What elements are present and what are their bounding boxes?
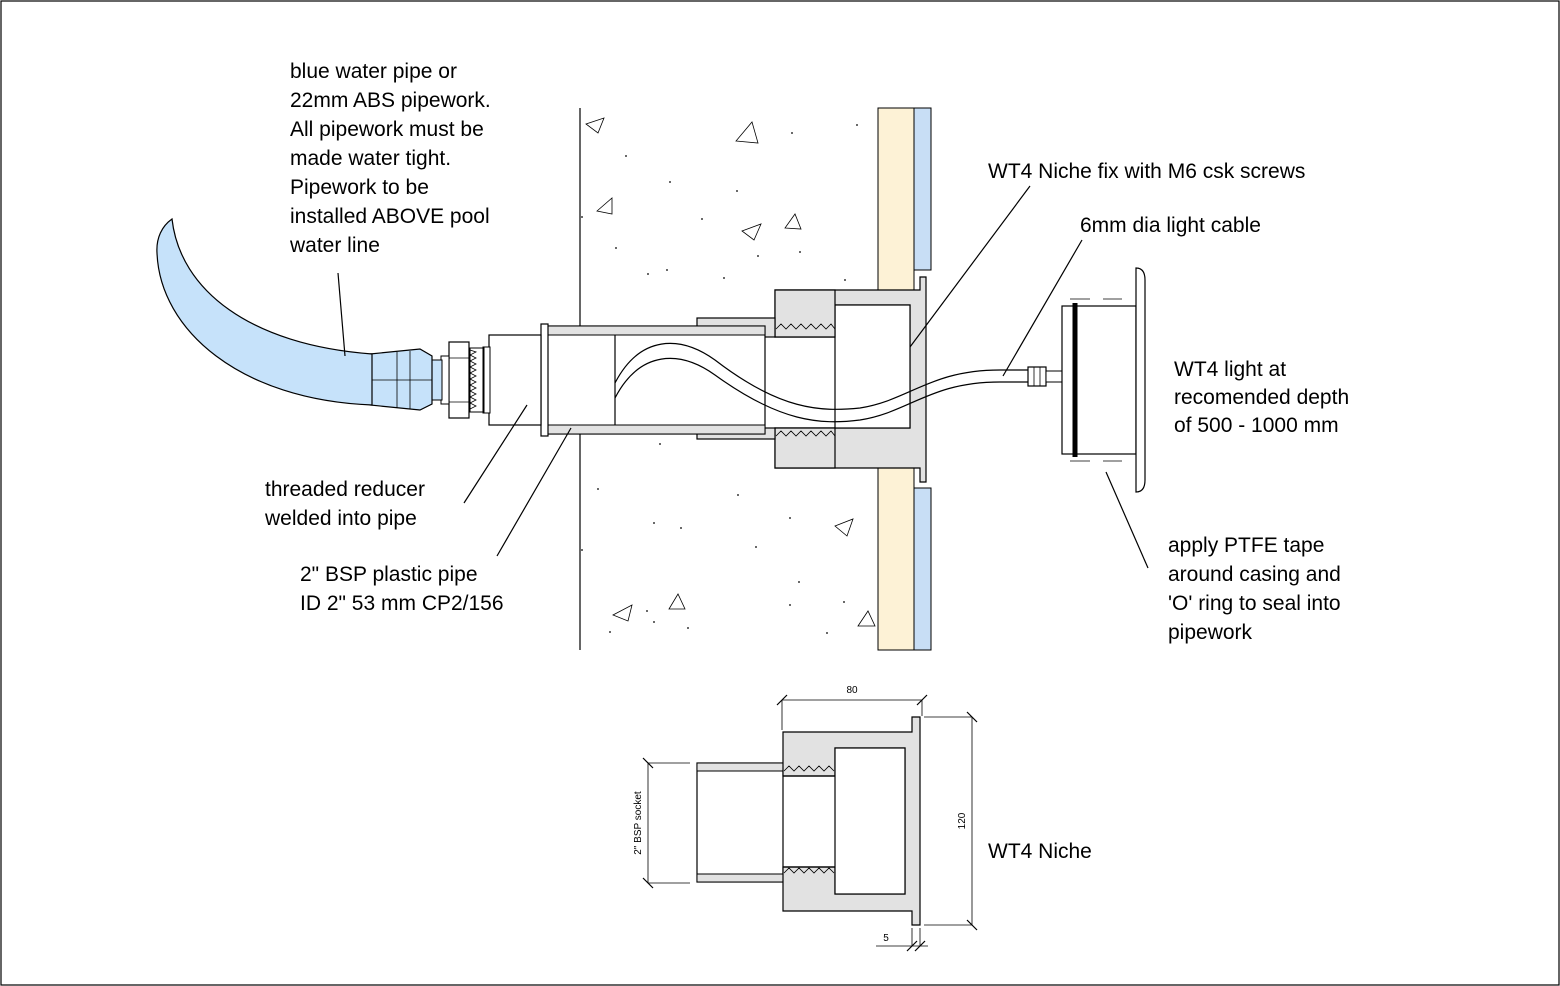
water-pipe-note-line: All pipework must be xyxy=(290,118,484,141)
reducer-label-line: welded into pipe xyxy=(264,507,417,530)
ptfe-label: apply PTFE tape around casing and 'O' ri… xyxy=(1168,534,1347,644)
bsp-pipe-label-line: 2" BSP plastic pipe xyxy=(300,563,478,586)
cable-gland xyxy=(1027,366,1047,387)
bsp-pipe xyxy=(540,323,766,437)
water-pipe-note-line: blue water pipe or xyxy=(290,60,457,83)
threaded-reducer xyxy=(488,334,542,426)
water-pipe-note-line: 22mm ABS pipework. xyxy=(290,89,491,112)
light-cable xyxy=(614,342,1063,423)
ptfe-label-line: 'O' ring to seal into xyxy=(1168,592,1341,615)
compression-fitting xyxy=(369,348,433,411)
reducer-fittings xyxy=(369,334,542,426)
water-pipe-note-line: installed ABOVE pool xyxy=(290,205,490,228)
water-pipe-note: blue water pipe or 22mm ABS pipework. Al… xyxy=(289,60,497,257)
ptfe-label-line: apply PTFE tape xyxy=(1168,534,1324,557)
niche-in-wall xyxy=(696,276,927,483)
bsp-pipe-label: 2" BSP plastic pipe ID 2" 53 mm CP2/156 xyxy=(300,563,504,615)
ptfe-label-line: around casing and xyxy=(1168,563,1341,586)
water-pipe-note-line: water line xyxy=(289,234,380,257)
cable-label: 6mm dia light cable xyxy=(1080,214,1261,237)
light-depth-label-line: recomended depth xyxy=(1174,386,1349,409)
dimension-width: 80 xyxy=(846,685,858,696)
blue-water-pipe xyxy=(156,217,373,406)
light-depth-label-line: WT4 light at xyxy=(1174,358,1286,381)
ptfe-label-line: pipework xyxy=(1168,621,1253,644)
dimension-socket: 2" BSP socket xyxy=(633,791,644,855)
dimension-flange: 5 xyxy=(883,933,889,944)
niche-fix-label: WT4 Niche fix with M6 csk screws xyxy=(988,160,1305,183)
reducer-label-line: threaded reducer xyxy=(265,478,425,501)
dimension-height: 120 xyxy=(957,812,968,829)
water-pipe-note-line: Pipework to be xyxy=(290,176,429,199)
tile-layer-bottom xyxy=(913,487,932,651)
niche-title: WT4 Niche xyxy=(988,840,1092,863)
leader-lines xyxy=(337,185,1149,569)
niche-detail: 80 120 2" BSP socket 5 xyxy=(633,685,978,952)
bsp-pipe-label-line: ID 2" 53 mm CP2/156 xyxy=(300,592,504,615)
concrete-aggregate xyxy=(585,117,876,627)
light-depth-label-line: of 500 - 1000 mm xyxy=(1174,414,1339,437)
light-depth-label: WT4 light at recomended depth of 500 - 1… xyxy=(1174,358,1355,437)
reducer-label: threaded reducer welded into pipe xyxy=(264,478,431,530)
tile-layer-top xyxy=(913,107,932,271)
concrete-dots xyxy=(581,124,858,634)
wt4-light xyxy=(1061,267,1146,493)
water-pipe-note-line: made water tight. xyxy=(290,147,451,170)
